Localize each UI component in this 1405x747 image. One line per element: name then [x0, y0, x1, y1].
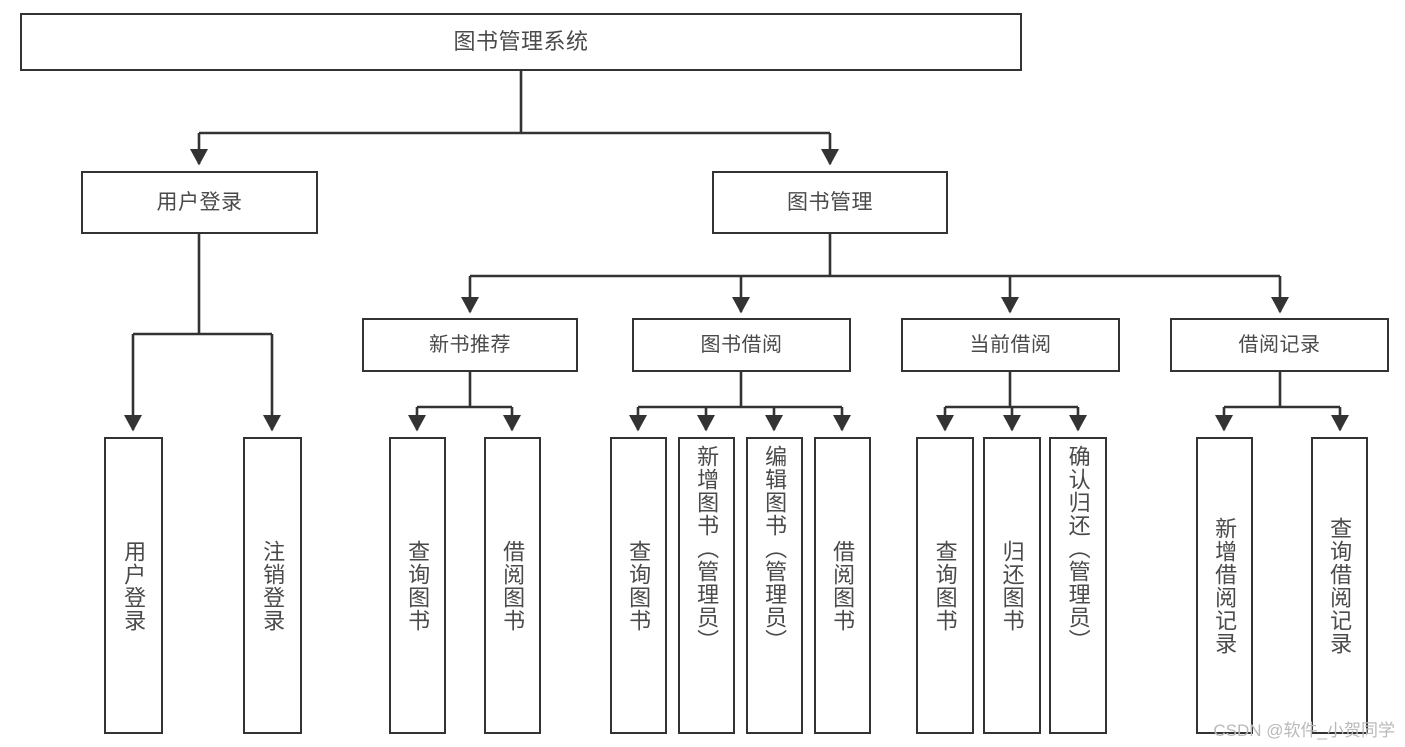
- leaf-label: 查询图书: [626, 539, 652, 632]
- leaf-book-borrow-add-book-admin[interactable]: 新增图书（管理员）: [678, 437, 735, 734]
- leaf-user-login-login[interactable]: 用户登录: [104, 437, 163, 734]
- leaf-label: 新增借阅记录: [1212, 516, 1238, 655]
- leaf-label: 查询借阅记录: [1327, 516, 1353, 655]
- leaf-label: 新增图书（管理员）: [694, 445, 720, 652]
- watermark-text: CSDN @软件_小贺同学: [1213, 721, 1395, 740]
- node-user-login[interactable]: 用户登录: [81, 171, 318, 234]
- leaf-current-borrow-confirm-return-admin[interactable]: 确认归还（管理员）: [1049, 437, 1107, 734]
- leaf-label: 借阅图书: [830, 539, 856, 632]
- node-current-borrow[interactable]: 当前借阅: [901, 318, 1120, 372]
- leaf-label: 借阅图书: [500, 539, 526, 632]
- leaf-borrow-record-add-record[interactable]: 新增借阅记录: [1196, 437, 1253, 734]
- leaf-label: 用户登录: [121, 539, 147, 632]
- node-new-book-recommend[interactable]: 新书推荐: [362, 318, 578, 372]
- node-book-management-label: 图书管理: [787, 190, 873, 214]
- leaf-label: 编辑图书（管理员）: [762, 445, 788, 652]
- node-current-borrow-label: 当前借阅: [969, 333, 1052, 356]
- leaf-new-book-borrow-book[interactable]: 借阅图书: [484, 437, 541, 734]
- leaf-label: 注销登录: [260, 539, 286, 632]
- node-borrow-record-label: 借阅记录: [1238, 333, 1321, 356]
- node-book-borrow[interactable]: 图书借阅: [632, 318, 851, 372]
- node-book-management[interactable]: 图书管理: [712, 171, 948, 234]
- leaf-label: 归还图书: [999, 539, 1025, 632]
- node-new-book-recommend-label: 新书推荐: [429, 333, 511, 356]
- leaf-current-borrow-query-book[interactable]: 查询图书: [916, 437, 974, 734]
- node-root-system[interactable]: 图书管理系统: [20, 13, 1022, 71]
- leaf-book-borrow-borrow-book[interactable]: 借阅图书: [814, 437, 871, 734]
- leaf-current-borrow-return-book[interactable]: 归还图书: [983, 437, 1041, 734]
- leaf-label: 查询图书: [932, 539, 958, 632]
- leaf-label: 查询图书: [405, 539, 431, 632]
- leaf-borrow-record-query-record[interactable]: 查询借阅记录: [1311, 437, 1368, 734]
- leaf-label: 确认归还（管理员）: [1065, 445, 1091, 652]
- node-root-label: 图书管理系统: [453, 28, 589, 54]
- leaf-book-borrow-edit-book-admin[interactable]: 编辑图书（管理员）: [746, 437, 803, 734]
- node-borrow-record[interactable]: 借阅记录: [1170, 318, 1389, 372]
- node-user-login-label: 用户登录: [156, 190, 243, 214]
- leaf-user-login-logout[interactable]: 注销登录: [243, 437, 302, 734]
- leaf-new-book-query-book[interactable]: 查询图书: [389, 437, 446, 734]
- leaf-book-borrow-query-book[interactable]: 查询图书: [610, 437, 667, 734]
- node-book-borrow-label: 图书借阅: [700, 333, 783, 356]
